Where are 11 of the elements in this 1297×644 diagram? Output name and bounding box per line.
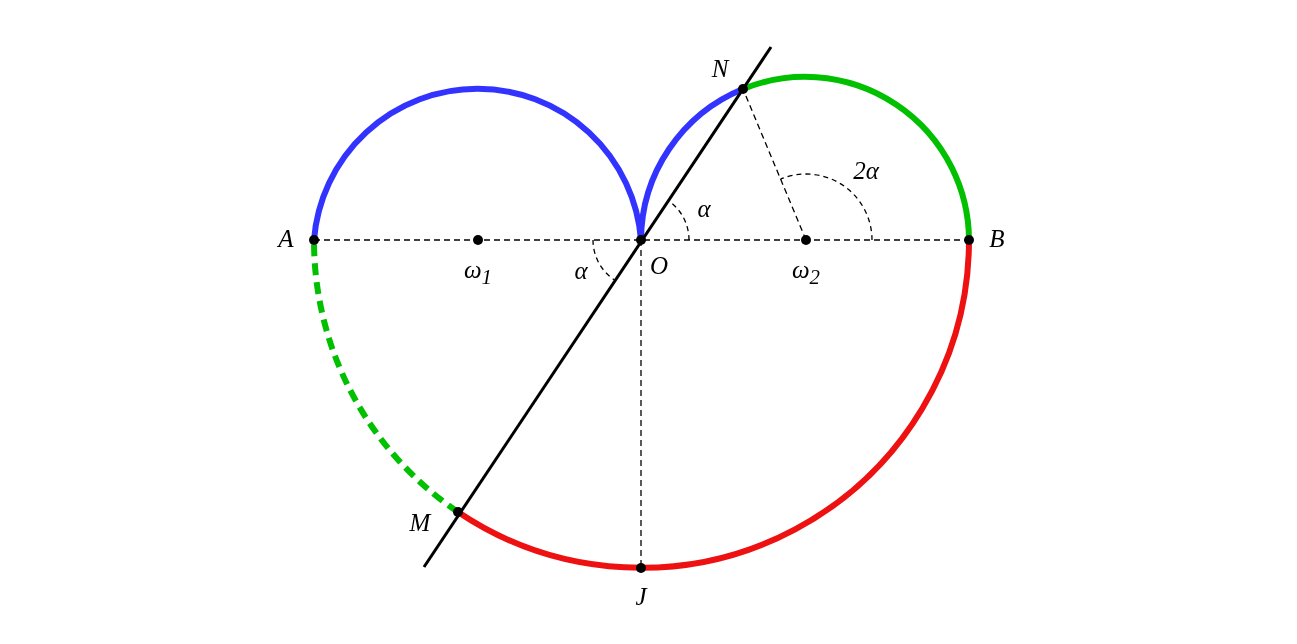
point-label: 2α [853, 157, 879, 183]
point-label: ω$_{2}$ [791, 256, 821, 288]
point-label: N [711, 55, 729, 81]
point-label: M [409, 509, 431, 535]
point-label: ω$_{1}$ [463, 256, 493, 288]
point-label: A [278, 225, 294, 251]
point-label: α [697, 195, 711, 221]
point-label: α [574, 257, 588, 283]
point-label: B [989, 225, 1005, 251]
point-label: O [649, 252, 669, 278]
point-label: J [635, 583, 647, 609]
